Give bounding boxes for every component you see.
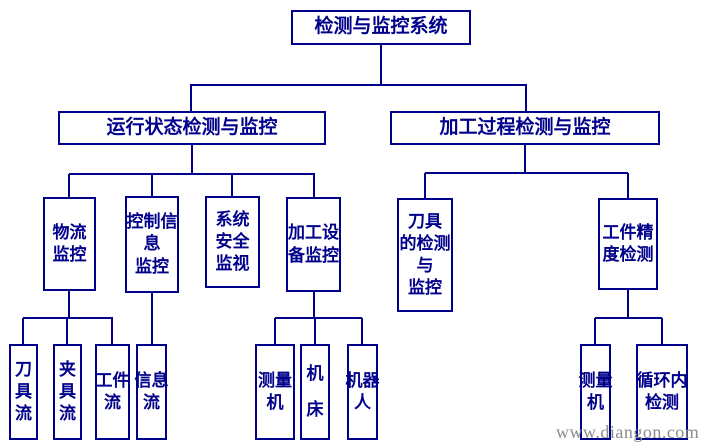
- node-label-line: 加工过程检测与监控: [439, 116, 611, 138]
- node-label-line: 运行状态检测与监控: [106, 116, 278, 138]
- node-in-cycle-detection: 循环内 检测: [636, 344, 688, 440]
- connector-line: [313, 292, 315, 319]
- node-label-line: 信息: [134, 370, 169, 390]
- connector-line: [22, 318, 24, 344]
- connector-line: [314, 318, 316, 344]
- connector-line: [524, 145, 526, 174]
- node-label-line: 人: [354, 393, 371, 412]
- connector-line: [191, 145, 193, 175]
- node-label-line: 度检测: [602, 245, 654, 264]
- connector-line: [627, 173, 629, 198]
- connector-line: [68, 174, 70, 197]
- node-label-line: 流: [143, 393, 160, 412]
- connector-line: [380, 45, 382, 86]
- node-tool-detection-monitoring: 刀具 的检测 与 监控: [397, 198, 453, 312]
- node-label-line: 监控: [52, 245, 87, 264]
- node-machine-tool: 机 床: [300, 344, 330, 440]
- node-label-line: 夹: [59, 359, 76, 379]
- node-label-line: 机: [587, 393, 604, 412]
- node-label-line: 加工设: [288, 223, 339, 243]
- connector-line: [275, 317, 362, 319]
- node-label-line: 机: [306, 364, 324, 384]
- node-machining-process-detection: 加工过程检测与监控: [390, 111, 660, 145]
- node-label-line: 流: [59, 404, 76, 424]
- node-label-line: 息: [143, 234, 161, 254]
- node-label-line: 系统: [215, 209, 250, 229]
- connector-line: [66, 318, 68, 344]
- node-label-line: 机: [266, 393, 284, 412]
- node-info-flow: 信息 流: [134, 344, 169, 440]
- connector-line: [151, 174, 153, 196]
- connector-line: [361, 318, 363, 344]
- connector-line: [274, 318, 276, 344]
- connector-line: [627, 290, 629, 319]
- connector-line: [151, 293, 153, 344]
- node-label-line: 安全: [215, 231, 250, 251]
- node-measuring-machine-1: 测量 机: [255, 344, 295, 440]
- node-label-line: 监控: [135, 256, 169, 276]
- node-label-line: 的检测: [399, 233, 451, 253]
- node-label-line: 监视: [215, 254, 250, 274]
- node-label-line: 工件精: [602, 222, 654, 242]
- node-control-info-monitoring: 控制信 息 监控: [125, 196, 179, 293]
- node-system-safety-monitoring: 系统 安全 监视: [205, 196, 260, 288]
- connector-line: [525, 85, 527, 111]
- node-label-line: 流: [15, 404, 32, 424]
- node-label-line: 具: [59, 381, 76, 401]
- connector-line: [661, 318, 663, 344]
- connector-line: [595, 317, 662, 319]
- node-material-flow-monitoring: 物流 监控: [43, 197, 96, 291]
- connector-line: [190, 84, 527, 86]
- node-label-line: 具: [15, 381, 32, 401]
- node-fixture-flow: 夹 具 流: [53, 344, 82, 440]
- node-label-line: 监控: [408, 278, 442, 298]
- connector-line: [594, 318, 596, 344]
- connector-line: [425, 172, 628, 174]
- node-label-line: 刀具: [408, 211, 442, 231]
- node-measuring-machine-2: 测量 机: [578, 344, 613, 440]
- connector-line: [190, 85, 192, 111]
- node-robot: 机器 人: [345, 344, 380, 440]
- connector-line: [68, 291, 70, 319]
- node-label-line: 刀: [15, 359, 32, 379]
- node-label-line: 工件: [95, 370, 130, 390]
- connector-line: [69, 173, 315, 175]
- node-label-line: 流: [104, 393, 121, 412]
- node-label-line: 循环内: [636, 370, 688, 390]
- connector-line: [424, 173, 426, 198]
- node-operating-status-detection: 运行状态检测与监控: [58, 111, 326, 145]
- node-label-line: 与: [416, 256, 434, 275]
- node-label-line: 床: [306, 400, 324, 419]
- node-workpiece-accuracy-detection: 工件精 度检测: [598, 198, 658, 290]
- node-label-line: 检测与监控系统: [314, 16, 448, 38]
- node-tool-flow: 刀 具 流: [9, 344, 38, 440]
- connector-line: [313, 174, 315, 197]
- node-label-line: 机器: [345, 370, 380, 390]
- node-label-line: 控制信: [126, 212, 178, 232]
- node-label-line: 物流: [52, 222, 87, 242]
- connector-line: [111, 318, 113, 344]
- node-label-line: 测量: [258, 370, 292, 390]
- node-label-line: 测量: [578, 370, 613, 390]
- node-equipment-monitoring: 加工设 备监控: [286, 197, 341, 292]
- node-workpiece-flow: 工件 流: [95, 344, 130, 440]
- node-label-line: 备监控: [288, 245, 339, 265]
- node-detection-monitoring-system: 检测与监控系统: [291, 10, 471, 45]
- connector-line: [231, 174, 233, 196]
- connector-line: [23, 317, 113, 319]
- node-label-line: 检测: [645, 393, 679, 412]
- watermark-text: www.diangon.com: [556, 422, 700, 442]
